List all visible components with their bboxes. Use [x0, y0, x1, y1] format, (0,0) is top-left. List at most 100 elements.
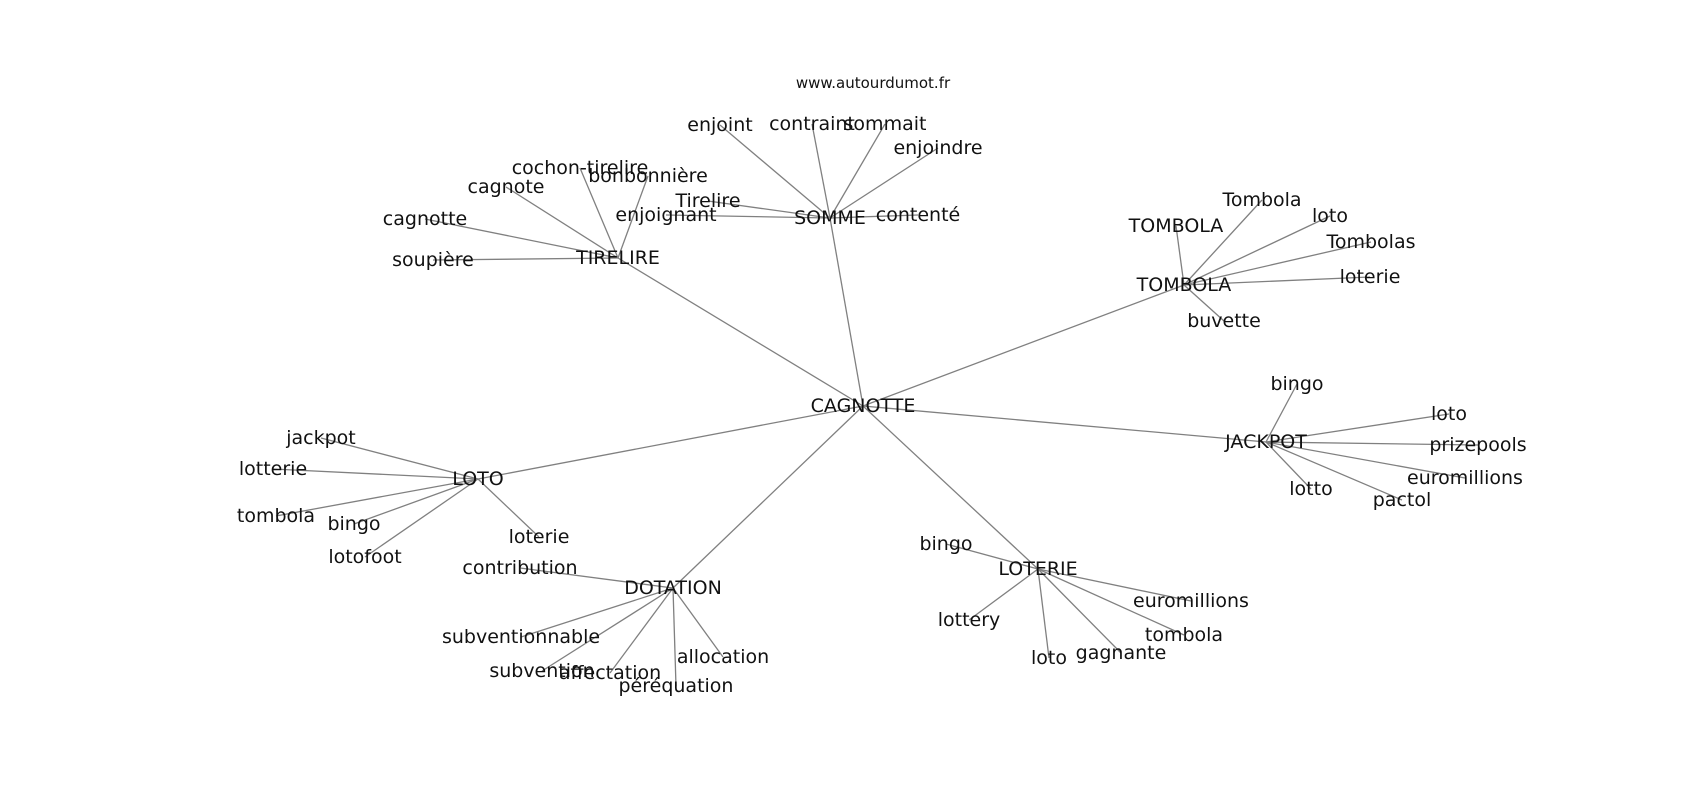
- edge-somme-2: [829, 123, 886, 219]
- edge-loto-2: [275, 478, 479, 517]
- edge-tirelire-2: [505, 186, 619, 259]
- edge-tirelire-1: [617, 175, 649, 259]
- leaf-node-jackpot-2: prizepools: [1429, 434, 1526, 456]
- leaf-node-tombola-5: buvette: [1187, 310, 1261, 332]
- leaf-node-somme-0: enjoint: [687, 114, 752, 136]
- leaf-node-loto-1: lotterie: [239, 458, 307, 480]
- leaf-node-loto-5: loterie: [509, 526, 570, 548]
- leaf-node-dotation-2: subvention: [489, 660, 594, 682]
- leaf-node-tombola-1: loto: [1312, 205, 1348, 227]
- leaf-node-tombola-4: loterie: [1340, 266, 1401, 288]
- edge-tombola-2: [1175, 225, 1185, 286]
- edge-somme-5: [665, 214, 831, 219]
- edge-jackpot-5: [1265, 441, 1403, 501]
- leaf-node-loterie-2: loto: [1031, 647, 1067, 669]
- edge-loterie-2: [1037, 568, 1050, 659]
- edge-jackpot-0: [1265, 383, 1298, 443]
- leaf-node-somme-4: contenté: [876, 204, 960, 226]
- edge-loto-3: [353, 478, 479, 525]
- edge-dotation-1: [520, 587, 674, 638]
- leaf-node-jackpot-0: bingo: [1270, 373, 1323, 395]
- hub-node-tombola: TOMBOLA: [1136, 274, 1232, 296]
- edge-tombola-4: [1183, 276, 1371, 286]
- edge-tirelire-0: [579, 167, 619, 259]
- leaf-node-jackpot-1: loto: [1431, 403, 1467, 425]
- leaf-node-dotation-1: subventionnable: [442, 626, 600, 648]
- leaf-node-somme-6: Tirelire: [674, 190, 740, 212]
- leaf-node-tombola-3: Tombolas: [1325, 231, 1415, 253]
- edge-loterie-3: [1037, 568, 1122, 654]
- edge-loto-5: [477, 478, 540, 538]
- leaf-node-jackpot-4: lotto: [1289, 478, 1332, 500]
- edge-dotation-3: [609, 587, 674, 674]
- leaf-node-somme-3: enjoindre: [893, 137, 982, 159]
- leaf-node-jackpot-5: pactol: [1373, 489, 1432, 511]
- edge-tombola-0: [1183, 199, 1263, 286]
- edge-root-loto: [477, 405, 864, 480]
- leaf-node-tirelire-3: cagnotte: [383, 208, 467, 230]
- edge-dotation-5: [672, 587, 724, 658]
- leaf-node-tirelire-1: bonbonnière: [588, 165, 708, 187]
- edge-loterie-4: [1037, 568, 1185, 636]
- leaf-node-somme-1: contraint: [769, 113, 855, 135]
- edge-dotation-2: [541, 587, 674, 672]
- edge-loto-1: [272, 468, 479, 480]
- leaf-node-loto-4: lotofoot: [328, 546, 401, 568]
- leaf-node-somme-5: enjoignant: [615, 204, 716, 226]
- edge-jackpot-2: [1265, 441, 1479, 446]
- leaf-node-tirelire-4: soupière: [392, 249, 474, 271]
- edge-jackpot-4: [1265, 441, 1312, 490]
- leaf-node-loterie-1: lottery: [938, 609, 1001, 631]
- edge-layer: [272, 123, 1479, 687]
- edge-loto-0: [320, 437, 479, 480]
- hub-node-jackpot: JACKPOT: [1224, 431, 1307, 453]
- edge-root-tirelire: [617, 257, 864, 407]
- edge-somme-1: [811, 123, 831, 219]
- edge-root-tombola: [862, 284, 1185, 407]
- leaf-node-loto-0: jackpot: [285, 427, 356, 449]
- edge-somme-6: [707, 200, 831, 219]
- hub-node-tirelire: TIRELIRE: [575, 247, 660, 269]
- leaf-node-loto-2: tombola: [237, 505, 315, 527]
- leaf-node-dotation-3: affectation: [559, 662, 661, 684]
- edge-loto-4: [364, 478, 479, 558]
- edge-root-loterie: [862, 405, 1039, 570]
- edge-tirelire-4: [432, 257, 619, 261]
- edge-tombola-5: [1183, 284, 1225, 322]
- edge-loterie-1: [968, 568, 1039, 621]
- edge-dotation-0: [519, 567, 674, 589]
- source-watermark: www.autourdumot.fr: [796, 74, 951, 92]
- leaf-node-tombola-2: TOMBOLA: [1128, 215, 1224, 237]
- edge-somme-0: [719, 124, 831, 219]
- edge-tombola-3: [1183, 241, 1372, 286]
- leaf-node-dotation-0: contribution: [462, 557, 577, 579]
- leaf-node-somme-2: sommait: [844, 113, 927, 135]
- leaf-node-loterie-5: euromillions: [1133, 590, 1249, 612]
- leaf-node-tirelire-2: cagnote: [468, 176, 545, 198]
- edge-root-somme: [829, 217, 864, 407]
- leaf-node-dotation-5: allocation: [677, 646, 769, 668]
- leaf-node-loterie-0: bingo: [919, 533, 972, 555]
- edge-jackpot-3: [1265, 441, 1466, 479]
- edge-root-dotation: [672, 405, 864, 589]
- leaf-node-loterie-3: gagnante: [1076, 642, 1167, 664]
- leaf-node-tombola-0: Tombola: [1221, 189, 1301, 211]
- edge-tombola-1: [1183, 215, 1331, 286]
- root-node-label: CAGNOTTE: [811, 395, 916, 417]
- hub-node-loto: LOTO: [452, 468, 503, 490]
- leaf-node-loterie-4: tombola: [1145, 624, 1223, 646]
- edge-tirelire-3: [424, 218, 619, 259]
- leaf-node-tirelire-0: cochon-tirelire: [512, 157, 649, 179]
- leaf-node-dotation-4: péréquation: [619, 675, 734, 697]
- edge-loterie-5: [1037, 568, 1192, 602]
- hub-node-somme: SOMME: [794, 207, 866, 229]
- edge-somme-3: [829, 147, 939, 219]
- edge-somme-4: [829, 214, 919, 219]
- hub-node-dotation: DOTATION: [624, 577, 722, 599]
- leaf-node-jackpot-3: euromillions: [1407, 467, 1523, 489]
- edge-dotation-4: [672, 587, 677, 687]
- hub-node-loterie: LOTERIE: [998, 558, 1077, 580]
